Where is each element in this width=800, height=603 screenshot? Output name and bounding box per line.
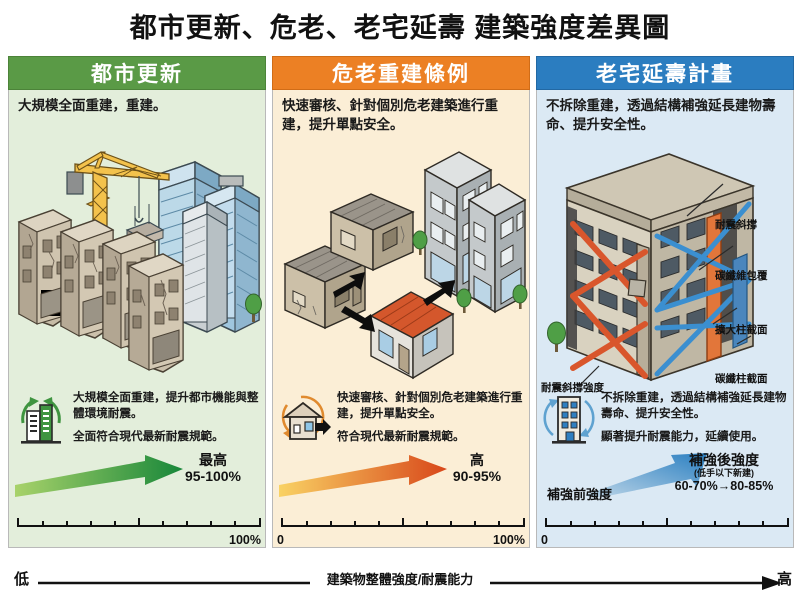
annotation-carbon-fiber-column-section: 碳纖柱截面 <box>715 373 768 385</box>
illustration-danger-rebuild <box>273 134 529 414</box>
front-x-braces <box>570 221 648 379</box>
column-header-urban-renewal: 都市更新 <box>8 56 266 90</box>
column-home-longevity: 老宅延壽計畫 不拆除重建，透過結構補強延長建物壽命、提升安全性。 <box>536 56 794 548</box>
strength-arrow-urban <box>15 455 183 497</box>
gauge-home-longevity: 補強後強度 (低手以下新建) 60-70%→80-85% 補強前強度 <box>543 452 789 517</box>
ruler-danger <box>279 517 525 531</box>
summary-text-danger-rebuild: 快速審核、針對個別危老建築進行重建，提升單點安全。 符合現代最新耐震規範。 <box>337 389 523 444</box>
gauge-level-danger: 高 <box>470 452 484 468</box>
summary-text-home-longevity: 不拆除重建，透過結構補強延長建物壽命、提升安全性。 顯著提升耐震能力，延續使用。 <box>601 389 787 444</box>
bottom-axis: 低 建築物整體強度/耐震能力 高 <box>0 558 800 598</box>
axis-max-urban: 100% <box>229 533 261 547</box>
column-header-home-longevity: 老宅延壽計畫 <box>536 56 794 90</box>
urban-renewal-scene-svg <box>17 151 262 373</box>
danger-rebuild-scene-svg <box>283 151 528 380</box>
building-refresh-icon <box>543 389 595 451</box>
illustration-home-longevity <box>537 128 793 408</box>
axis-label-high: 高 <box>776 571 792 588</box>
ruler-longevity <box>543 517 789 531</box>
column-body-home-longevity: 不拆除重建，透過結構補強延長建物壽命、提升安全性。 <box>536 90 794 548</box>
gauge-range-urban: 95-100% <box>184 468 242 485</box>
new-house-red-roof <box>369 291 455 380</box>
gauge-pre-label-longevity: 補強前強度 <box>547 487 613 502</box>
page-title: 都市更新、危老、老宅延壽 建築強度差異圖 <box>129 13 671 43</box>
annotation-carbon-fiber-wrap: 碳纖維包覆 <box>715 270 768 282</box>
column-body-urban-renewal: 大規模全面重建，重建。 <box>8 90 266 548</box>
annotation-brace-strength: 耐震斜撐強度 <box>541 382 604 394</box>
strength-arrow-longevity <box>585 453 707 497</box>
summary-danger-rebuild: 快速審核、針對個別危老建築進行重建，提升單點安全。 符合現代最新耐震規範。 <box>279 389 523 451</box>
ruler-urban <box>15 517 261 531</box>
new-apartment-blocks <box>412 151 528 314</box>
gauge-range-danger: 90-95% <box>452 468 502 485</box>
summary-urban-renewal: 大規模全面重建，提升都市機能與整體環境耐震。 全面符合現代最新耐震規範。 <box>15 389 259 451</box>
gauge-label-longevity: 補強後強度 (低手以下新建) 60-70%→80-85% <box>659 452 789 494</box>
illustration-urban-renewal <box>9 134 265 414</box>
retrofit-building-svg <box>547 153 756 387</box>
gauge-level-longevity: 補強後強度 <box>689 452 759 468</box>
summary-line-2: 全面符合現代最新耐震規範。 <box>73 429 224 443</box>
carbon-column <box>732 253 748 349</box>
transition-arrows <box>333 272 455 332</box>
bottom-axis-line <box>38 576 782 590</box>
column-danger-rebuild: 危老重建條例 快速審核、針對個別危老建築進行重建，提升單點安全。 <box>272 56 530 548</box>
old-house-upper <box>329 193 415 272</box>
column-body-danger-rebuild: 快速審核、針對個別危老建築進行重建，提升單點安全。 <box>272 90 530 548</box>
column-intro-danger-rebuild: 快速審核、針對個別危老建築進行重建，提升單點安全。 <box>282 98 498 133</box>
summary-line-2: 符合現代最新耐震規範。 <box>337 429 465 443</box>
column-header-danger-rebuild: 危老重建條例 <box>272 56 530 90</box>
summary-home-longevity: 不拆除重建，透過結構補強延長建物壽命、提升安全性。 顯著提升耐震能力，延續使用。 <box>543 389 787 451</box>
axis-min-danger: 0 <box>277 533 284 547</box>
column-urban-renewal: 都市更新 大規模全面重建，重建。 <box>8 56 266 548</box>
annotation-seismic-brace: 耐震斜撐 <box>715 219 757 231</box>
summary-line-1: 大規模全面重建，提升都市機能與整體環境耐震。 <box>73 391 259 420</box>
axis-min-longevity: 0 <box>541 533 548 547</box>
gauge-note-longevity: (低手以下新建) <box>694 468 754 479</box>
column-intro-home-longevity: 不拆除重建，透過結構補強延長建物壽命、提升安全性。 <box>546 98 776 133</box>
gauge-label-danger: 高 90-95% <box>431 452 523 485</box>
summary-line-1: 不拆除重建，透過結構補強延長建物壽命、提升安全性。 <box>601 391 787 420</box>
building-recycle-icon <box>15 389 67 451</box>
gauge-label-urban: 最高 95-100% <box>167 452 259 485</box>
tree-icon <box>245 293 262 322</box>
gauge-range-longevity: 60-70%→80-85% <box>674 478 774 493</box>
column-intro-urban-renewal: 大規模全面重建，重建。 <box>18 98 167 113</box>
strength-arrow-danger <box>279 455 447 497</box>
tree-icon <box>547 321 566 352</box>
axis-label-low: 低 <box>14 571 30 588</box>
annotation-enlarged-column-section: 擴大柱截面 <box>715 324 768 336</box>
gauge-danger-rebuild: 高 90-95% <box>279 452 525 517</box>
old-buildings-group <box>17 209 185 373</box>
summary-text-urban-renewal: 大規模全面重建，提升都市機能與整體環境耐震。 全面符合現代最新耐震規範。 <box>73 389 259 444</box>
gauge-urban-renewal: 最高 95-100% <box>15 452 261 517</box>
annotation-leaders <box>578 183 752 387</box>
axis-caption: 建築物整體強度/耐震能力 <box>326 572 474 587</box>
gauge-level-urban: 最高 <box>199 452 227 468</box>
summary-line-2: 顯著提升耐震能力，延續使用。 <box>601 429 764 443</box>
axis-max-danger: 100% <box>493 533 525 547</box>
house-arrow-icon <box>279 389 331 451</box>
summary-line-1: 快速審核、針對個別危老建築進行重建，提升單點安全。 <box>337 391 523 420</box>
